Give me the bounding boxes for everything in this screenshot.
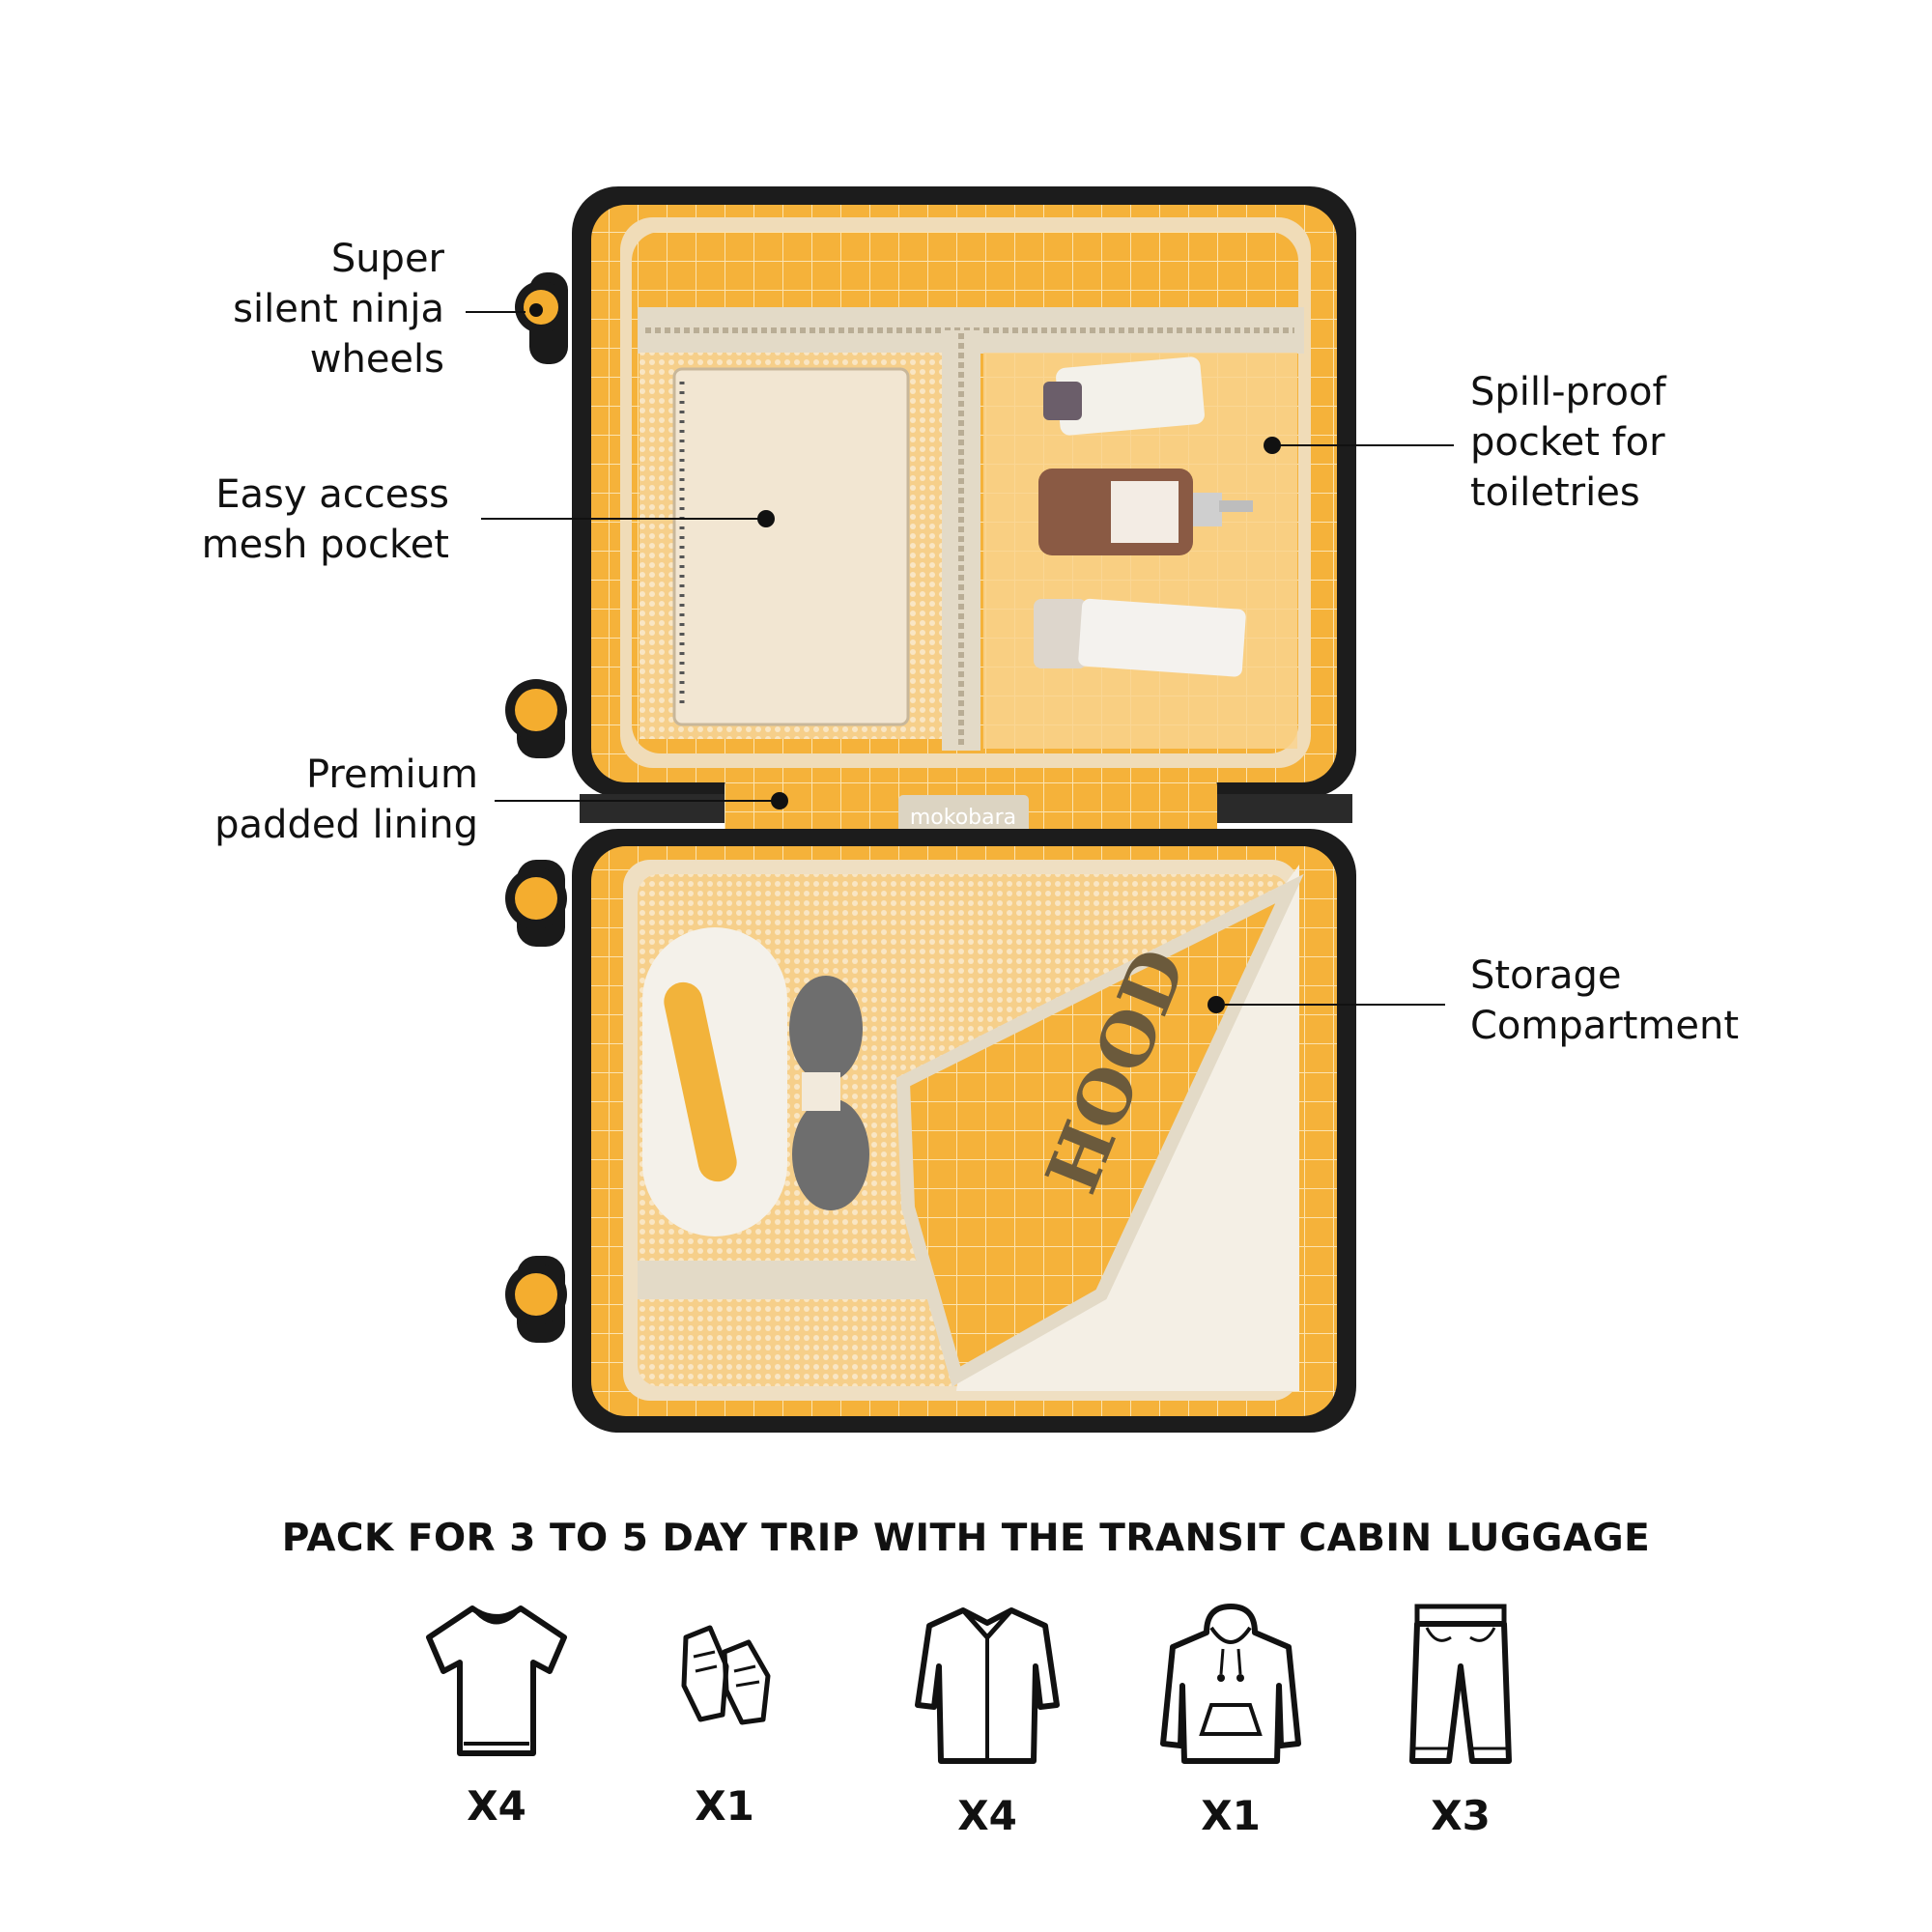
open-suitcase-illustration: mokobara HOOD [505, 186, 1356, 1433]
cream-tube-icon [1034, 598, 1246, 677]
leader-mesh-pocket [481, 518, 763, 520]
upper-compartment [572, 186, 1356, 797]
callout-lining: Premium padded lining [214, 753, 478, 847]
eye-mask-icon [642, 927, 787, 1236]
callout-wheels: Super silent ninja wheels [233, 237, 444, 382]
tube-icon [1043, 356, 1205, 436]
callout-toiletries: Spill-proof pocket for toiletries [1470, 370, 1666, 515]
qty-shirt: X4 [957, 1792, 1017, 1839]
tshirt-icon [426, 1605, 567, 1756]
bottle-icon [1038, 469, 1253, 555]
shirt-icon [915, 1607, 1060, 1764]
callout-mesh-pocket: Easy access mesh pocket [201, 472, 449, 567]
qty-trousers: X3 [1431, 1792, 1491, 1839]
dot-mesh-pocket [757, 510, 775, 527]
packing-item-sneakers: X1 [628, 1599, 821, 1830]
trousers-icon [1409, 1604, 1512, 1764]
dot-lining [771, 792, 788, 810]
leader-wheels [466, 311, 526, 313]
sunglasses-icon [789, 976, 869, 1210]
packing-item-trousers: X3 [1364, 1599, 1557, 1839]
packing-item-shirt: X4 [891, 1599, 1084, 1839]
leader-storage [1225, 1004, 1445, 1006]
leader-lining [495, 800, 777, 802]
packing-item-tshirt: X4 [400, 1599, 593, 1830]
qty-sneakers: X1 [695, 1782, 754, 1830]
callout-storage: Storage Compartment [1470, 953, 1740, 1048]
dot-wheels [529, 303, 543, 317]
brand-label: mokobara [910, 806, 1016, 830]
dot-storage [1208, 996, 1225, 1013]
qty-tshirt: X4 [467, 1782, 526, 1830]
dot-toiletries [1264, 437, 1281, 454]
wheel-icon [505, 272, 568, 1343]
leader-toiletries [1280, 444, 1454, 446]
packing-headline: PACK FOR 3 TO 5 DAY TRIP WITH THE TRANSI… [281, 1517, 1651, 1560]
qty-hoodie: X1 [1201, 1792, 1261, 1839]
hoodie-icon [1160, 1604, 1301, 1764]
lower-compartment: HOOD [572, 829, 1356, 1433]
packing-item-hoodie: X1 [1134, 1599, 1327, 1839]
sneakers-icon [681, 1625, 771, 1725]
